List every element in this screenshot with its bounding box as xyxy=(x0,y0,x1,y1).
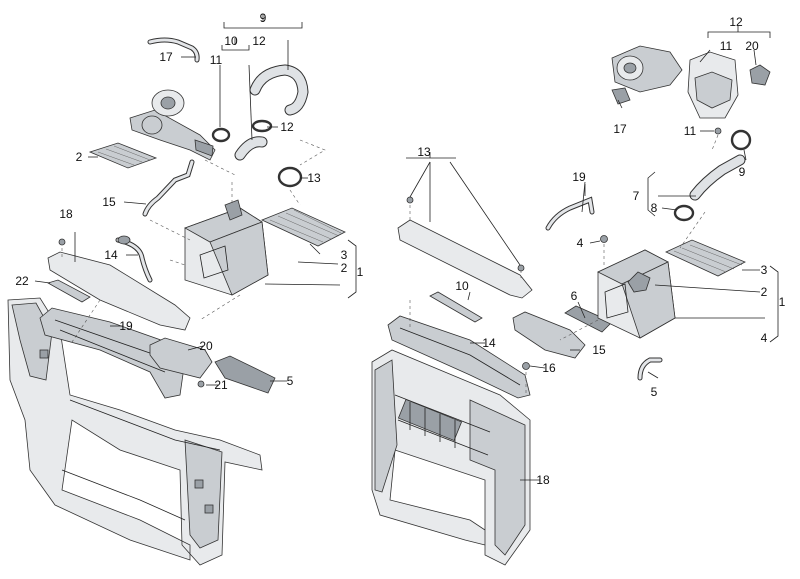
right-filter-element xyxy=(665,239,746,277)
left-callout-1: 1 xyxy=(357,265,364,279)
right-radiator-support xyxy=(371,349,531,566)
left-callout-5: 5 xyxy=(287,374,294,388)
left-part-2 xyxy=(88,142,158,169)
part-10-shape xyxy=(429,291,483,323)
right-callout-8: 8 xyxy=(651,201,658,215)
right-callout-1: 1 xyxy=(779,295,786,309)
right-callout-17: 17 xyxy=(613,122,627,136)
right-callout-5: 5 xyxy=(651,385,658,399)
left-callout-2: 2 xyxy=(76,150,83,164)
right-callout-9: 9 xyxy=(739,165,746,179)
left-callout-21: 21 xyxy=(214,378,228,392)
right-callout-19: 19 xyxy=(572,170,586,184)
right-callout-7: 7 xyxy=(633,189,640,203)
left-callout-12: 12 xyxy=(280,120,294,134)
part-21-screw xyxy=(197,380,205,388)
right-callout-3: 3 xyxy=(761,263,768,277)
left-callout-14: 14 xyxy=(104,248,118,262)
left-callout-9: 9 xyxy=(260,11,267,25)
right-callout-2: 2 xyxy=(761,285,768,299)
part-19-shape xyxy=(39,307,186,399)
left-callout-10: 10 xyxy=(224,34,238,48)
right-callout-12: 12 xyxy=(729,15,743,29)
right-assembly xyxy=(371,26,779,566)
right-air-filter-box xyxy=(597,249,676,339)
left-callout-17: 17 xyxy=(159,50,173,64)
right-callout-4: 4 xyxy=(761,331,768,345)
part-13-shape xyxy=(397,219,533,299)
left-callout-15: 15 xyxy=(102,195,116,209)
right-callout-14: 14 xyxy=(482,336,496,350)
left-air-filter-box xyxy=(184,199,269,296)
part-5-left-shape xyxy=(214,355,276,394)
part-14-shape xyxy=(387,315,531,399)
part-16-screw xyxy=(522,362,530,370)
right-callout-4: 4 xyxy=(577,236,584,250)
right-callout-11: 11 xyxy=(720,39,733,53)
right-callout-20: 20 xyxy=(745,39,759,53)
left-filter-element xyxy=(260,207,346,247)
right-callout-10: 10 xyxy=(455,279,469,293)
right-callout-13: 13 xyxy=(417,145,431,159)
left-radiator-support xyxy=(7,297,263,566)
left-callout-22: 22 xyxy=(15,274,29,288)
part-18-shape xyxy=(47,251,191,331)
right-callout-18: 18 xyxy=(536,473,550,487)
left-callout-2: 2 xyxy=(341,261,348,275)
left-assembly xyxy=(7,14,357,566)
right-callout-6: 6 xyxy=(571,289,578,303)
left-callout-13: 13 xyxy=(307,171,321,185)
part-22-shape xyxy=(46,279,91,303)
left-callout-20: 20 xyxy=(199,339,213,353)
left-callout-11: 11 xyxy=(210,53,223,67)
left-callout-12: 12 xyxy=(252,34,266,48)
right-throttle-assembly xyxy=(611,45,771,135)
left-turbo-assembly xyxy=(129,89,216,161)
right-callout-16: 16 xyxy=(542,361,556,375)
left-callout-18: 18 xyxy=(59,207,73,221)
right-callout-11: 11 xyxy=(684,124,697,138)
right-callout-15: 15 xyxy=(592,343,606,357)
left-callout-19: 19 xyxy=(119,319,133,333)
part-15-shape xyxy=(512,311,586,359)
left-part-11-ring xyxy=(211,127,231,143)
left-callout-3: 3 xyxy=(341,248,348,262)
